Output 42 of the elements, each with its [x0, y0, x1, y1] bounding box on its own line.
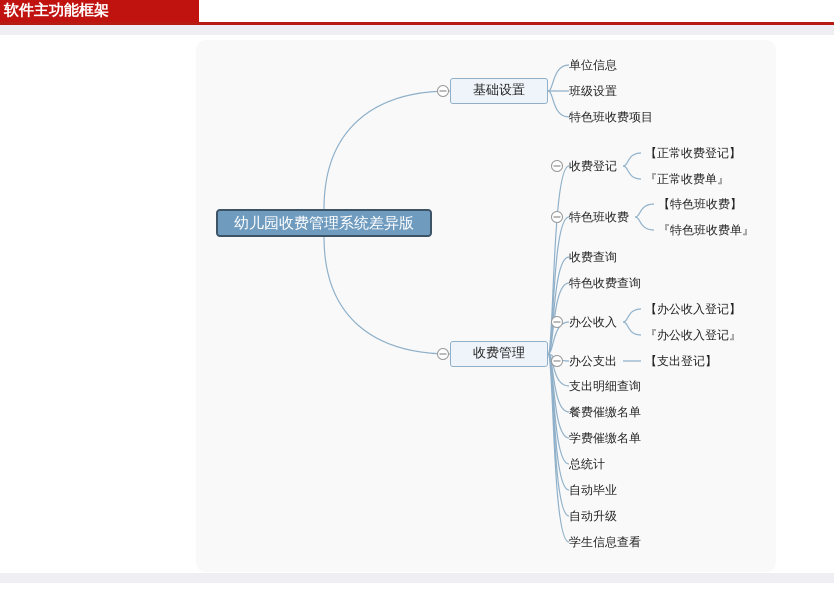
root-topic-box: 幼儿园收费管理系统差异版 — [216, 209, 432, 237]
topic-label: 学费催缴名单 — [569, 430, 641, 446]
topic-label: 总统计 — [569, 456, 605, 472]
topic-label: 【特色班收费】 — [658, 196, 742, 212]
topic-label: 特色收费查询 — [569, 275, 641, 291]
connector-line — [634, 216, 654, 231]
connector-line — [548, 353, 570, 387]
connector-line — [547, 166, 570, 354]
connector-line — [623, 360, 641, 362]
connector-line — [548, 353, 570, 362]
topic-label: 餐费催缴名单 — [569, 404, 641, 420]
topic-label: 特色班收费项目 — [569, 109, 653, 125]
topic-label: 办公收入 — [569, 314, 617, 330]
topic-label: 【支出登记】 — [645, 353, 717, 369]
topic-box: 基础设置 — [450, 78, 548, 104]
topic-label: 支出明细查询 — [569, 378, 641, 394]
topic-label: 收费登记 — [569, 158, 617, 174]
connector-line — [547, 216, 570, 354]
topic-label: 『特色班收费单』 — [658, 222, 754, 238]
connector-line — [548, 64, 570, 92]
topic-label: 班级设置 — [569, 83, 617, 99]
connector-line — [622, 321, 642, 336]
connector-line — [548, 90, 570, 118]
topic-label: 办公支出 — [569, 353, 617, 369]
topic-label: 【正常收费登记】 — [645, 145, 741, 161]
topic-label: 学生信息查看 — [569, 534, 641, 550]
connector-line — [622, 165, 642, 180]
connector-line — [622, 308, 642, 323]
connector-line — [634, 203, 654, 218]
topic-label: 收费查询 — [569, 249, 617, 265]
topic-label: 『办公收入登记』 — [645, 327, 741, 343]
topic-label: 自动毕业 — [569, 482, 617, 498]
connector-line — [548, 90, 569, 92]
topic-label: 自动升级 — [569, 508, 617, 524]
connector-line — [548, 321, 570, 355]
topic-label: 特色班收费 — [569, 209, 629, 225]
page-title: 软件主功能框架 — [0, 0, 199, 22]
topic-box: 收费管理 — [450, 341, 548, 367]
topic-label: 【办公收入登记】 — [645, 301, 741, 317]
topic-label: 『正常收费单』 — [645, 171, 729, 187]
topic-label: 单位信息 — [569, 57, 617, 73]
connector-line — [622, 152, 642, 167]
